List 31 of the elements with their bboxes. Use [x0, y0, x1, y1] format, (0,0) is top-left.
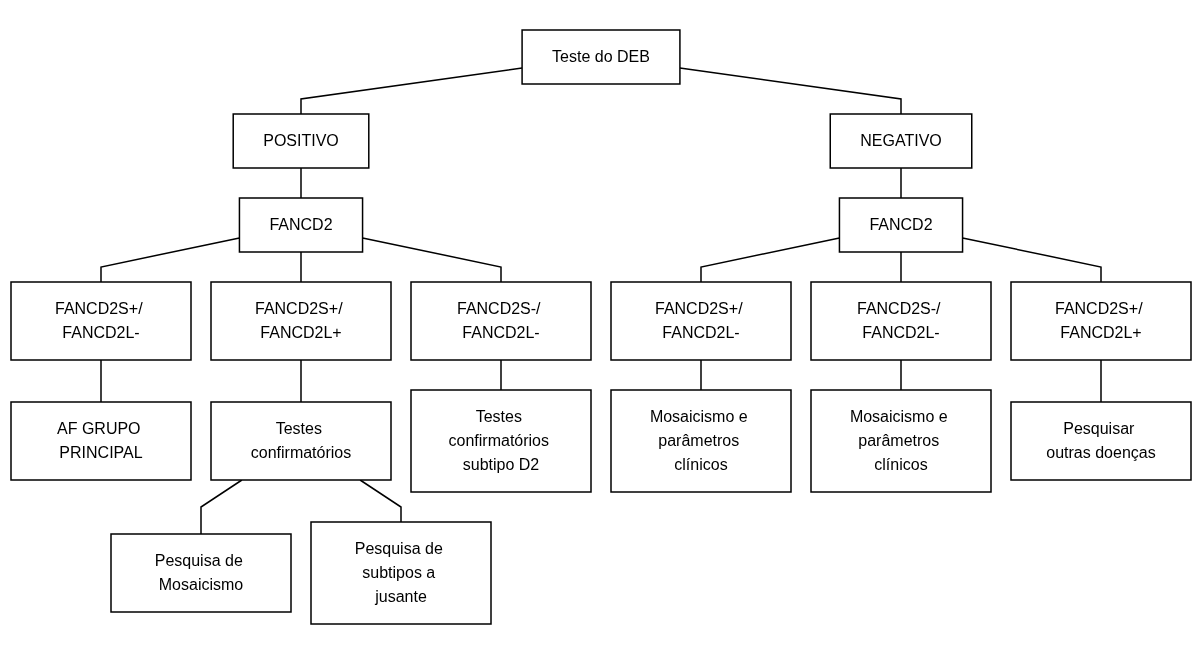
node-box: Pesquisar outras doenças — [1009, 401, 1192, 481]
connector — [1099, 359, 1102, 403]
connector — [299, 167, 302, 199]
node-box: Testes confirmatórios — [209, 401, 392, 481]
node-box: AF GRUPO PRINCIPAL — [9, 401, 192, 481]
connector — [99, 359, 102, 403]
connector — [899, 167, 902, 199]
connector — [699, 359, 702, 391]
connector — [499, 359, 502, 391]
connector — [199, 479, 243, 535]
connector — [299, 359, 302, 403]
node-box: FANCD2S+/ FANCD2L+ — [209, 281, 392, 361]
connector — [899, 251, 902, 283]
node-box: FANCD2S+/ FANCD2L- — [609, 281, 792, 361]
node-box: FANCD2S+/ FANCD2L+ — [1009, 281, 1192, 361]
node-box: FANCD2 — [838, 197, 963, 253]
node-box: FANCD2S-/ FANCD2L- — [409, 281, 592, 361]
connector — [899, 359, 902, 391]
node-box: Pesquisa de subtipos a jusante — [309, 521, 492, 625]
node-box: FANCD2S+/ FANCD2L- — [9, 281, 192, 361]
node-box: Mosaicismo e parâmetros clínicos — [809, 389, 992, 493]
node-box: POSITIVO — [231, 113, 370, 169]
connector — [299, 251, 302, 283]
node-box: Testes confirmatórios subtipo D2 — [409, 389, 592, 493]
node-box: NEGATIVO — [829, 113, 972, 169]
node-box: FANCD2 — [238, 197, 363, 253]
node-box: Pesquisa de Mosaicismo — [109, 533, 292, 613]
node-box: FANCD2S-/ FANCD2L- — [809, 281, 992, 361]
node-box: Teste do DEB — [520, 29, 681, 85]
connector — [358, 479, 402, 523]
node-box: Mosaicismo e parâmetros clínicos — [609, 389, 792, 493]
